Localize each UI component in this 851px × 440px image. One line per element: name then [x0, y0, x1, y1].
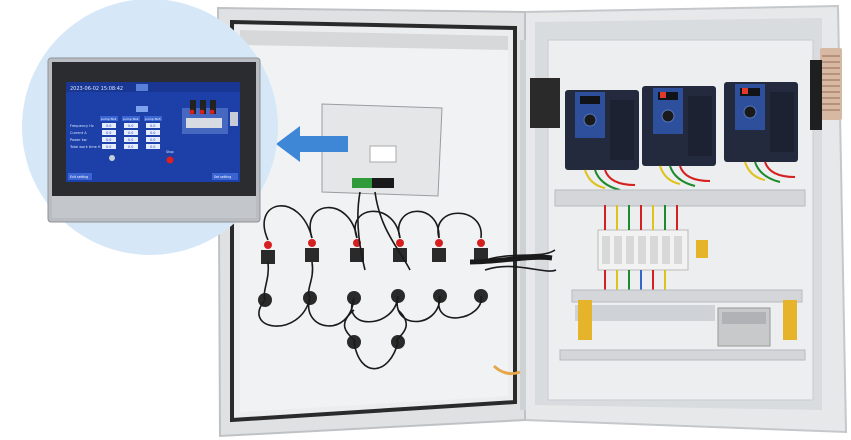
- din-rail-lower: [571, 289, 803, 340]
- hmi-c2-r4: 0.0: [128, 145, 133, 149]
- cooling-fan: [530, 78, 560, 128]
- hmi-c2-r1: 0.0: [128, 124, 133, 128]
- hmi-rear-housing: [321, 103, 443, 197]
- hmi-row-worktime: Total work time H: [69, 145, 101, 149]
- hmi-c2-r3: 0.0: [128, 138, 133, 142]
- hmi-datetime: 2023-06-02 15:08:42: [70, 86, 123, 92]
- hmi-c1-r1: 0.0: [106, 124, 111, 128]
- hmi-c3-r3: 0.0: [150, 138, 155, 142]
- cable-bundle: [469, 254, 553, 376]
- cabinet-body: [524, 4, 848, 434]
- hmi-value-grid: [102, 123, 160, 149]
- vfd-unit-3: [724, 82, 798, 162]
- hmi-c3-r1: 0.0: [150, 124, 155, 128]
- side-vent: [820, 48, 842, 120]
- vfd-unit-2: [642, 86, 716, 166]
- vfd-wiring: [584, 161, 796, 191]
- hmi-c2-r2: 0.0: [128, 131, 133, 135]
- hmi-stop-label: Stop: [166, 150, 174, 154]
- hmi-c3-r2: 0.0: [150, 131, 155, 135]
- breaker-row: [597, 229, 708, 271]
- hmi-c1-r3: 0.0: [106, 138, 111, 142]
- breaker-wires: [604, 205, 678, 290]
- hmi-set-setting-button[interactable]: [212, 173, 238, 180]
- hmi-c1-r4: 0.0: [106, 145, 111, 149]
- hmi-exit-setting-button[interactable]: [68, 173, 92, 180]
- vfd-unit-1: [565, 90, 639, 170]
- hmi-c1-r2: 0.0: [106, 131, 111, 135]
- hmi-pump-tab-1[interactable]: pump No1: [101, 117, 117, 121]
- hmi-exit-setting-label: Exit setting: [70, 175, 88, 179]
- hmi-row-power: Power kw: [70, 138, 87, 142]
- hmi-stop-button[interactable]: [166, 156, 174, 164]
- hmi-row-frequency: Frequency Hz: [70, 124, 94, 128]
- pointer-arrow: [276, 126, 348, 162]
- power-supply: [717, 307, 771, 347]
- hmi-pump-tab-2[interactable]: pump No2: [123, 117, 139, 121]
- hmi-c3-r4: 0.0: [150, 145, 155, 149]
- hmi-set-setting-label: Set setting: [214, 175, 231, 179]
- hmi-pump-tab-3[interactable]: pump No3: [145, 117, 161, 121]
- hmi-panel: 2023-06-02 15:08:42 pump No1 pump No2 pu…: [47, 57, 261, 223]
- din-rail-upper: [554, 189, 806, 207]
- hmi-status-indicator: [109, 155, 115, 161]
- hmi-row-current: Current A: [70, 131, 87, 135]
- hmi-pump-graphic: [182, 100, 238, 134]
